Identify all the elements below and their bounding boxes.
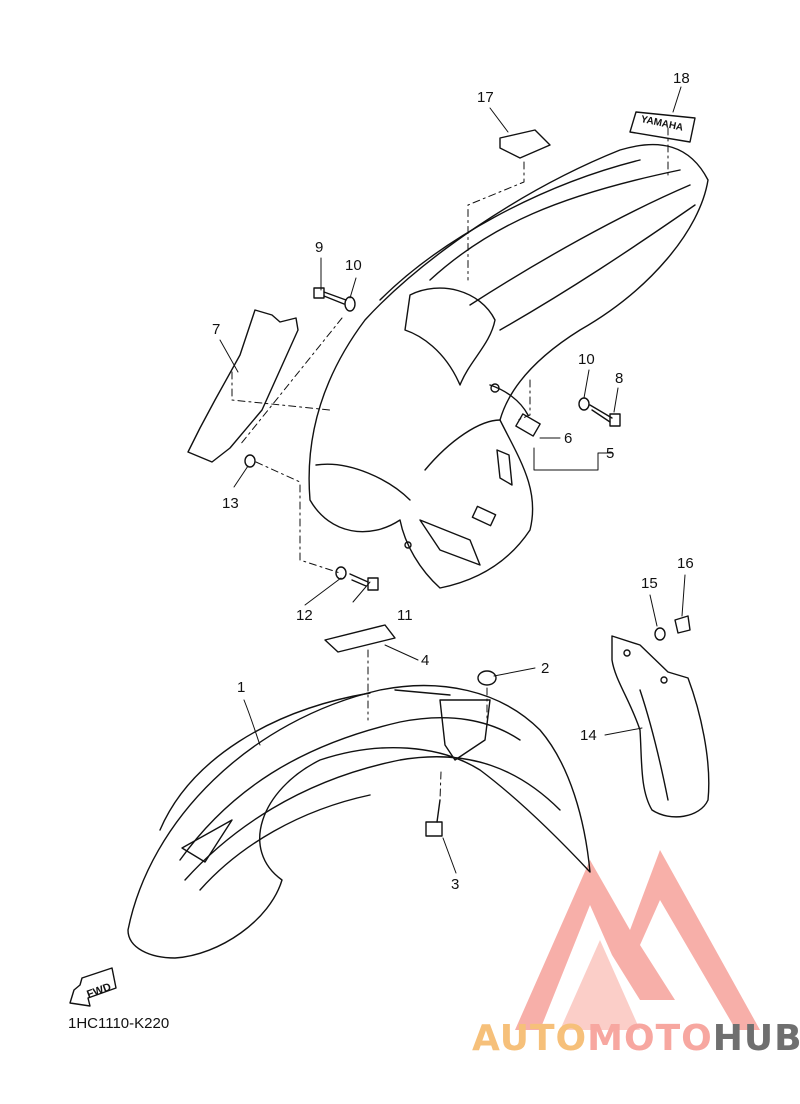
callout-13: 13: [222, 495, 239, 512]
callout-1: 1: [237, 679, 245, 696]
washer-10-right-part: [578, 397, 590, 411]
bolt-11-part: [349, 573, 379, 591]
callout-11: 11: [397, 607, 413, 624]
screw-16-part: [674, 615, 691, 634]
callout-18: 18: [673, 70, 690, 87]
side-plate-part: [187, 309, 299, 463]
watermark-logo-icon: [515, 850, 760, 1030]
nut-2-part: [477, 670, 497, 686]
washer-10-top-part: [344, 296, 356, 312]
decal-4-part: [324, 624, 396, 653]
assembly-guide-lines: [231, 127, 669, 801]
watermark-text: AUTOMOTOHUB: [472, 1018, 800, 1059]
callout-9: 9: [315, 239, 323, 256]
watermark-moto: MOTO: [587, 1018, 713, 1059]
callout-labels: 1 2 3 4 5 6 7 8 9 10 10 11 12 13 14 15 1…: [212, 70, 694, 893]
mudflap-part: [611, 635, 710, 818]
callout-2: 2: [541, 660, 549, 677]
watermark-auto: AUTO: [472, 1018, 588, 1059]
mudguard-assembly-part: [308, 143, 709, 589]
callout-6: 6: [564, 430, 572, 447]
callout-16: 16: [677, 555, 694, 572]
leader-lines: [219, 86, 686, 874]
callout-8: 8: [615, 370, 623, 387]
callout-17: 17: [477, 89, 494, 106]
bolt-8-part: [589, 404, 621, 427]
washer-15-part: [654, 627, 666, 641]
front-fender-part: [127, 684, 591, 959]
decal-17-part: [499, 129, 551, 159]
callout-12: 12: [296, 607, 313, 624]
bolt-9-part: [313, 287, 347, 305]
part-code: 1HC1110-K220: [68, 1015, 170, 1032]
callout-15: 15: [641, 575, 658, 592]
decal-18-part: YAMAHA: [629, 111, 696, 143]
callout-3: 3: [451, 876, 459, 893]
washer-12-part: [335, 566, 347, 580]
callout-10-top: 10: [345, 257, 362, 274]
callout-14: 14: [580, 727, 597, 744]
callout-4: 4: [421, 652, 429, 669]
callout-5: 5: [606, 445, 614, 462]
callout-10-right: 10: [578, 351, 595, 368]
bolt-3-part: [425, 799, 443, 837]
fwd-arrow-icon: FWD: [69, 967, 117, 1007]
washer-13-part: [244, 454, 256, 468]
watermark-hub: HUB: [712, 1018, 800, 1059]
callout-7: 7: [212, 321, 220, 338]
